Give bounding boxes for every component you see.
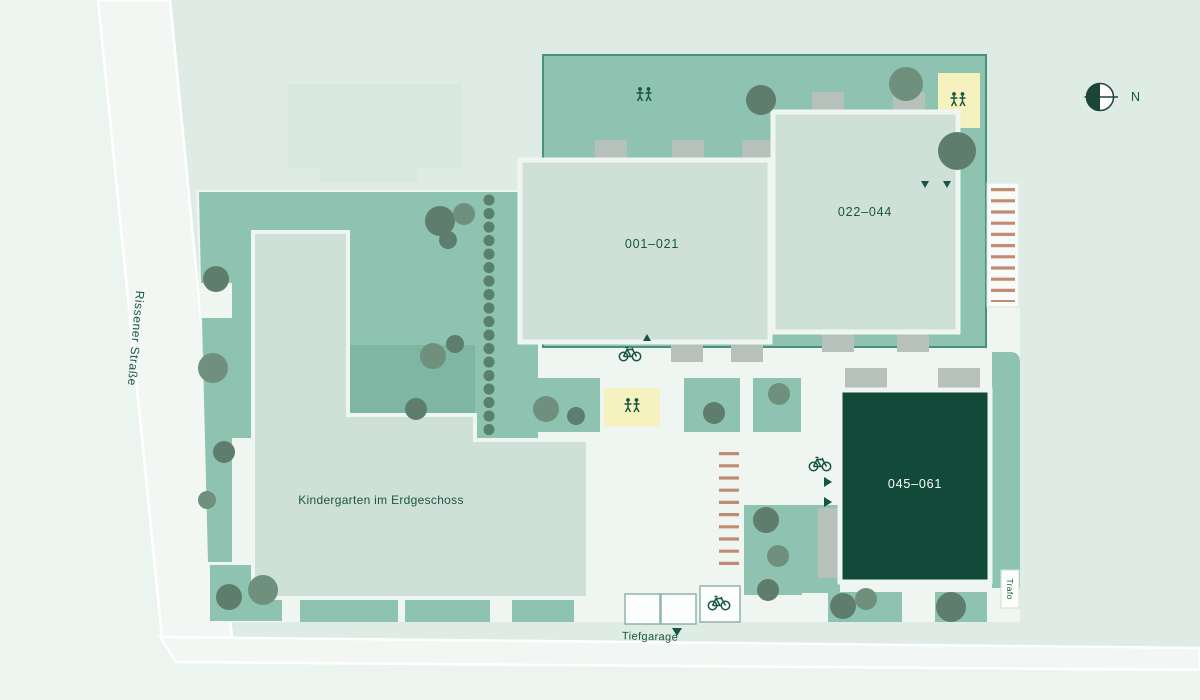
entrance-marker (845, 368, 887, 390)
tree-icon (830, 593, 856, 619)
tree-icon (753, 507, 779, 533)
tree-icon (767, 545, 789, 567)
entrance-marker (822, 332, 854, 352)
garage-unit (624, 593, 661, 625)
tree-icon (567, 407, 585, 425)
arrow-down-icon (943, 181, 951, 188)
tree-icon (855, 588, 877, 610)
tree-icon (420, 343, 446, 369)
lawn-strip-east (992, 352, 1020, 588)
tree-icon (198, 353, 228, 383)
arrow-right-icon (824, 497, 832, 507)
tree-icon (213, 441, 235, 463)
tree-icon (938, 132, 976, 170)
trafo-label: Trafo (1005, 578, 1015, 599)
tree-icon (453, 203, 475, 225)
garage-label: Tiefgarage (622, 630, 678, 643)
neighbor-building (288, 84, 462, 182)
tree-icon (757, 579, 779, 601)
tree-icon (439, 231, 457, 249)
building-045-061[interactable] (837, 387, 993, 585)
entrance-marker (672, 140, 704, 160)
entrance-marker (671, 342, 703, 362)
entrance-marker (897, 332, 929, 352)
lawn-patch (512, 597, 574, 622)
trees (198, 67, 976, 622)
tree-icon (936, 592, 966, 622)
arrow-down-icon (921, 181, 929, 188)
building-022-044[interactable] (770, 109, 961, 335)
tree-icon (216, 584, 242, 610)
entrance-marker (742, 140, 774, 160)
tree-icon (248, 575, 278, 605)
trafo-station: Trafo (1000, 569, 1020, 609)
arrow-up-icon (643, 334, 651, 341)
north-arrow-icon: N (1084, 82, 1140, 112)
tree-icon (203, 266, 229, 292)
tree-icon (425, 206, 455, 236)
entrance-marker (812, 92, 844, 112)
tree-icon (703, 402, 725, 424)
tree-icon (746, 85, 776, 115)
north-label: N (1131, 90, 1140, 104)
road-bottom (157, 635, 1200, 672)
garage-arrow-icon (672, 628, 682, 636)
tree-icon (405, 398, 427, 420)
building-001-021[interactable] (517, 157, 773, 345)
lawn-strip (199, 192, 232, 283)
parking-stalls (986, 182, 1020, 308)
building-label-001-021: 001–021 (625, 237, 679, 251)
entrance-marker (818, 508, 838, 578)
tree-icon (768, 383, 790, 405)
playground-area (604, 388, 660, 426)
tree-icon (889, 67, 923, 101)
garage-unit (660, 593, 697, 625)
arrow-right-icon (824, 477, 832, 487)
entrance-marker (731, 342, 763, 362)
tree-icon (198, 491, 216, 509)
entrance-arrows (643, 181, 951, 636)
kindergarten-label: Kindergarten im Erdgeschoss (298, 493, 464, 507)
entrance-marker (938, 368, 980, 390)
tree-icon (446, 335, 464, 353)
entrance-marker (595, 140, 627, 160)
tree-icon (533, 396, 559, 422)
building-label-045-061: 045–061 (888, 477, 942, 491)
building-label-022-044: 022–044 (838, 205, 892, 219)
lawn-patch (405, 597, 490, 622)
